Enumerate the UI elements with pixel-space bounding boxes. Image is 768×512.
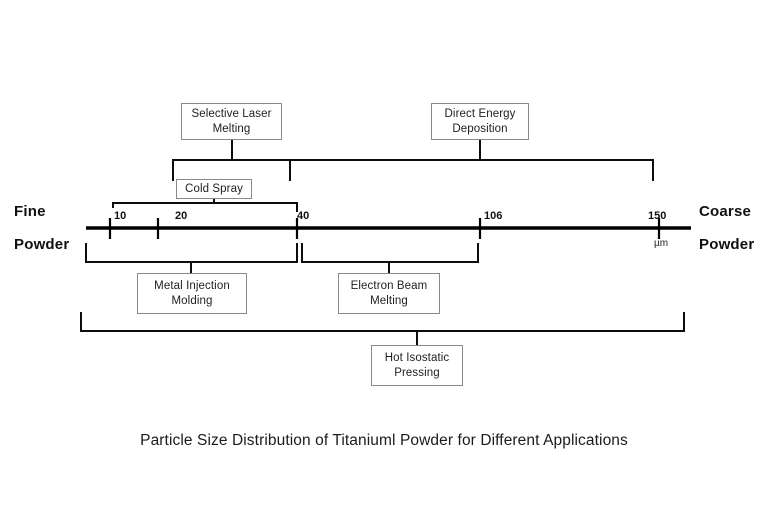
diagram-title: Particle Size Distribution of Titaniuml … — [140, 432, 628, 449]
axis-right-label-line1: Coarse — [699, 203, 752, 220]
axis-tick-label-150: 150 — [648, 210, 667, 222]
bracket-lower-electron-beam-melting — [301, 243, 479, 263]
axis-left-label-line2: Powder — [14, 236, 70, 253]
axis-tick-label-40: 40 — [297, 210, 310, 222]
process-box-electron-beam-melting[interactable]: Electron Beam Melting — [338, 273, 440, 314]
process-box-hot-isostatic-pressing[interactable]: Hot Isostatic Pressing — [371, 345, 463, 386]
bracket-lower-hot-isostatic-pressing — [80, 312, 685, 332]
axis-tick-label-10: 10 — [114, 210, 127, 222]
bracket-lower-metal-injection-molding — [85, 243, 298, 263]
axis-unit-label: µm — [654, 238, 669, 249]
axis-tick-label-20: 20 — [175, 210, 188, 222]
axis-left-label-line1: Fine — [14, 203, 46, 220]
axis-tick-label-106: 106 — [484, 210, 503, 222]
axis-right-label-line2: Powder — [699, 236, 755, 253]
process-box-direct-energy-deposition[interactable]: Direct Energy Deposition — [431, 103, 529, 140]
process-box-metal-injection-molding[interactable]: Metal Injection Molding — [137, 273, 247, 314]
process-box-selective-laser-melting[interactable]: Selective Laser Melting — [181, 103, 282, 140]
process-box-cold-spray[interactable]: Cold Spray — [176, 179, 252, 199]
bracket-upper-cold-spray — [112, 202, 298, 212]
bracket-upper-full-range — [172, 159, 654, 181]
